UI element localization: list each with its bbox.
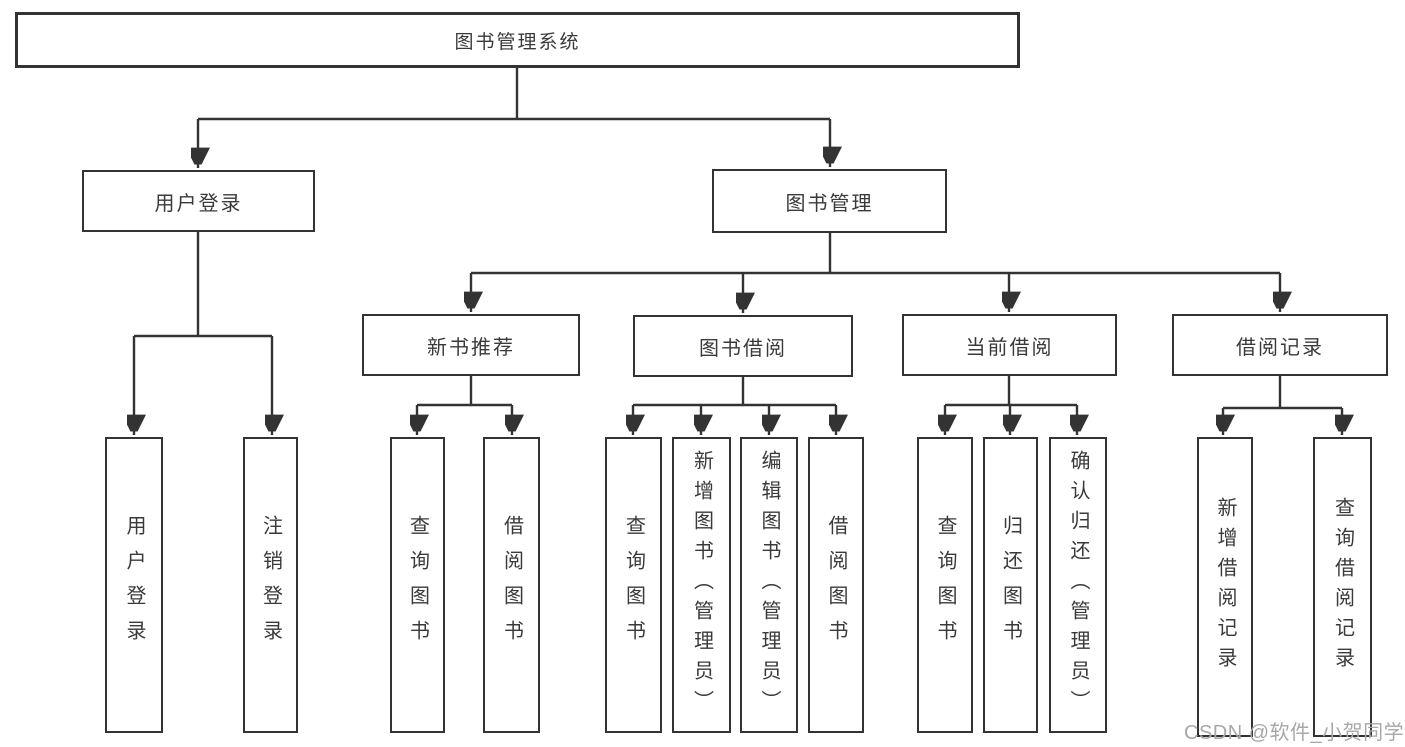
leaf-add-borrow-record: 新增借阅记录 xyxy=(1197,437,1253,737)
leaf-query-books-borrowing: 查询图书 xyxy=(605,437,662,733)
leaf-edit-book-admin-label: 编辑图书（管理员） xyxy=(758,450,780,720)
csdn-watermark: CSDN @软件_小贺同学 xyxy=(1184,722,1405,744)
leaf-edit-book-admin: 编辑图书（管理员） xyxy=(740,437,798,733)
node-current-borrowing-label: 当前借阅 xyxy=(965,336,1054,359)
node-book-borrowing: 图书借阅 xyxy=(633,315,853,377)
leaf-logout-label: 注销登录 xyxy=(259,515,282,655)
node-book-borrowing-label: 图书借阅 xyxy=(699,337,787,360)
leaf-query-books-current: 查询图书 xyxy=(917,437,973,733)
leaf-query-books-current-label: 查询图书 xyxy=(934,515,956,655)
node-book-management: 图书管理 xyxy=(712,169,947,233)
leaf-logout: 注销登录 xyxy=(243,437,298,733)
node-user-login-label: 用户登录 xyxy=(154,192,243,215)
leaf-borrow-books-borrowing-label: 借阅图书 xyxy=(825,515,847,655)
node-library-management-system: 图书管理系统 xyxy=(15,12,1020,68)
leaf-borrow-books-borrowing: 借阅图书 xyxy=(808,437,864,733)
leaf-query-books-borrowing-label: 查询图书 xyxy=(622,515,645,655)
node-user-login: 用户登录 xyxy=(82,170,315,232)
leaf-return-book: 归还图书 xyxy=(983,437,1038,733)
leaf-confirm-return-admin-label: 确认归还（管理员） xyxy=(1067,450,1089,720)
leaf-add-borrow-record-label: 新增借阅记录 xyxy=(1214,497,1236,677)
leaf-user-login: 用户登录 xyxy=(105,437,163,733)
leaf-confirm-return-admin: 确认归还（管理员） xyxy=(1049,437,1107,733)
leaf-user-login-label: 用户登录 xyxy=(123,515,145,655)
node-current-borrowing: 当前借阅 xyxy=(902,314,1117,376)
node-borrow-records-label: 借阅记录 xyxy=(1236,336,1324,359)
node-borrow-records: 借阅记录 xyxy=(1172,314,1388,376)
leaf-borrow-books-recommend: 借阅图书 xyxy=(483,437,540,733)
leaf-borrow-books-recommend-label: 借阅图书 xyxy=(500,515,523,655)
leaf-return-book-label: 归还图书 xyxy=(999,515,1022,655)
node-book-management-label: 图书管理 xyxy=(785,192,874,215)
leaf-query-borrow-record: 查询借阅记录 xyxy=(1313,437,1372,737)
leaf-add-book-admin-label: 新增图书（管理员） xyxy=(690,450,713,720)
leaf-add-book-admin: 新增图书（管理员） xyxy=(672,437,731,733)
leaf-query-books-recommend: 查询图书 xyxy=(390,437,445,733)
leaf-query-borrow-record-label: 查询借阅记录 xyxy=(1331,497,1354,677)
node-new-book-recommend-label: 新书推荐 xyxy=(427,336,515,359)
node-library-management-system-label: 图书管理系统 xyxy=(454,31,581,53)
leaf-query-books-recommend-label: 查询图书 xyxy=(406,515,429,655)
node-new-book-recommend: 新书推荐 xyxy=(362,314,580,376)
